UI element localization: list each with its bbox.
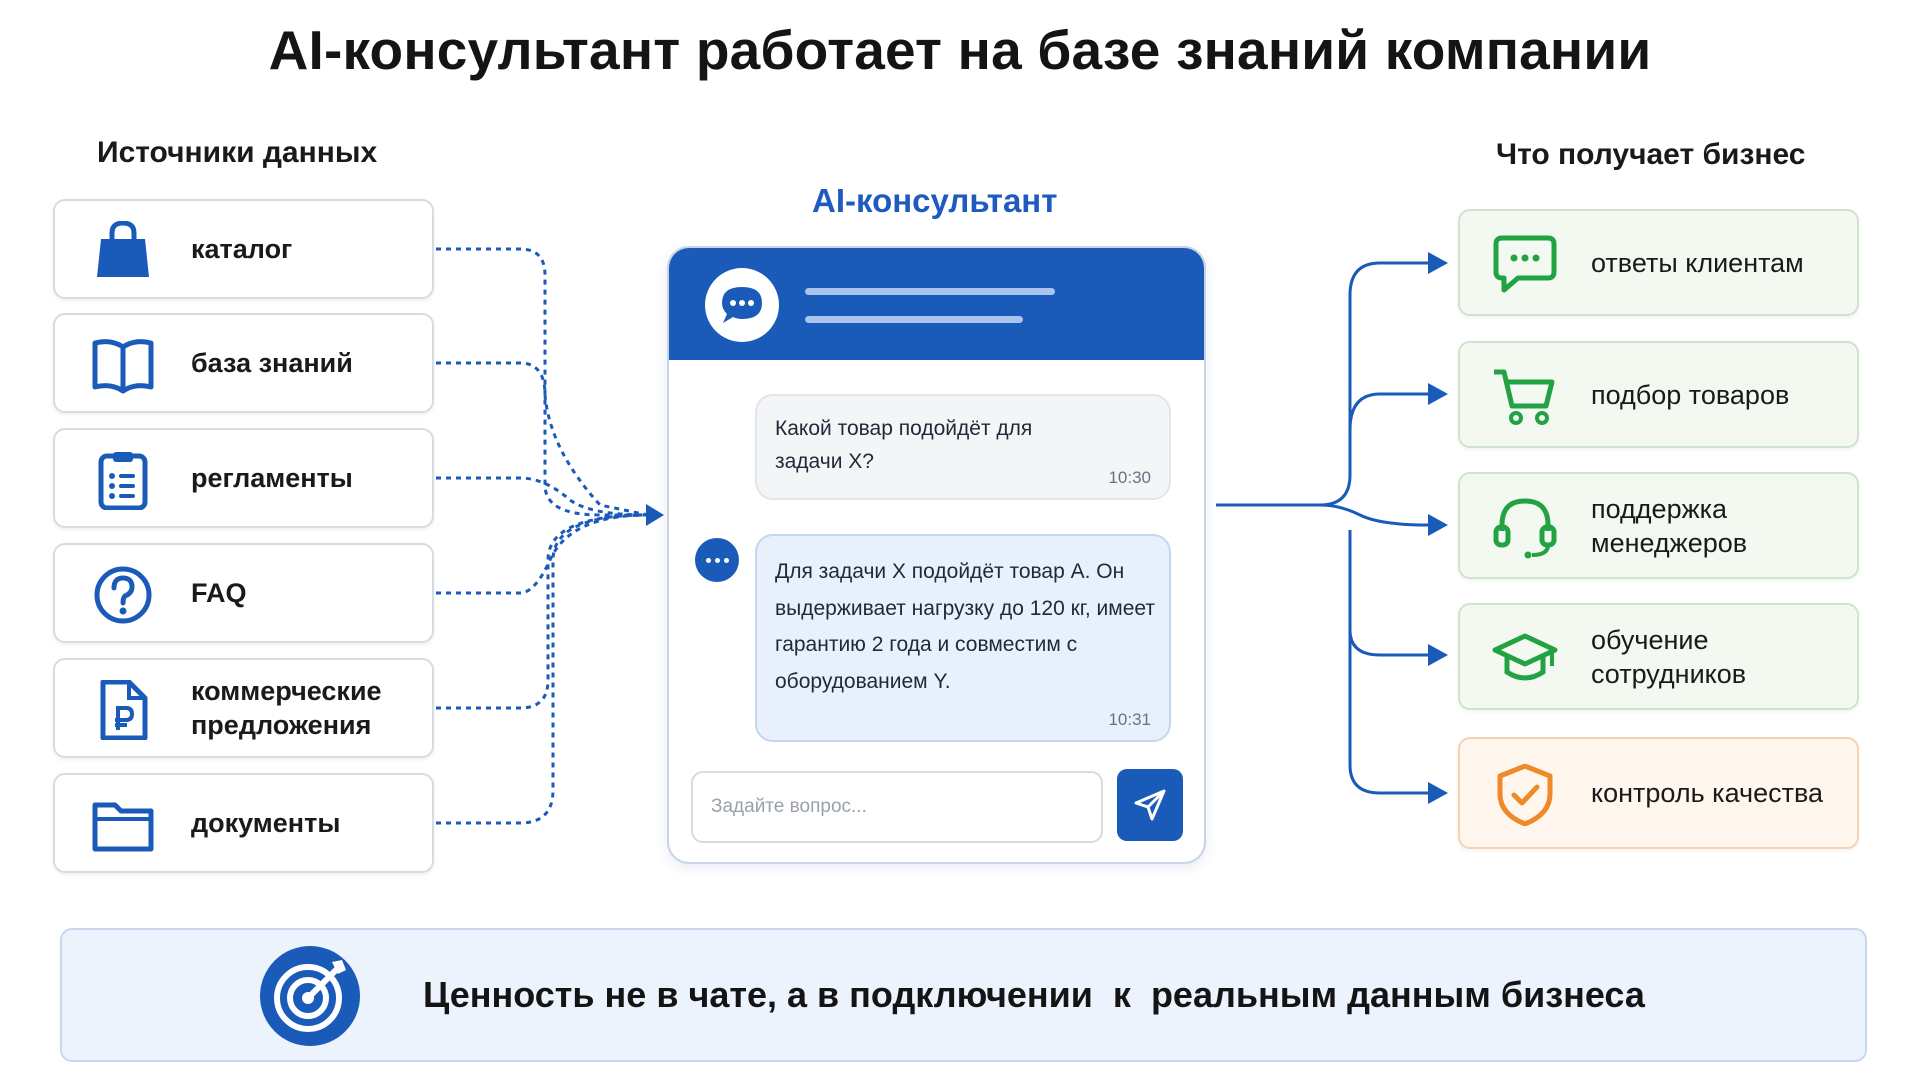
consultant-heading: AI-консультант xyxy=(812,182,1058,219)
benefit-card-quality: контроль качества xyxy=(1458,737,1859,849)
bot-message-text: Для задачи X подойдёт товар А. Он выдерж… xyxy=(775,560,1155,693)
connector-out-products xyxy=(1348,392,1428,431)
connector-knowledge-base xyxy=(436,361,649,517)
footer-text: Ценность не в чате, а в подключении к ре… xyxy=(423,974,1645,1015)
source-label: каталог xyxy=(191,234,293,264)
sources-heading: Источники данных xyxy=(97,136,378,169)
bot-message-time: 10:31 xyxy=(1108,710,1151,729)
header-placeholder-line xyxy=(805,288,1055,295)
benefit-card-support: поддержка менеджеров xyxy=(1458,472,1859,579)
connector-regulations xyxy=(436,476,649,517)
chat-input[interactable]: Задайте вопрос... xyxy=(691,771,1103,843)
arrowhead-quality xyxy=(1428,782,1448,804)
open-book-icon xyxy=(91,335,155,395)
bot-message: Для задачи X подойдёт товар А. Он выдерж… xyxy=(755,534,1171,742)
user-message: Какой товар подойдёт для задачи X? 10:30 xyxy=(755,394,1171,500)
benefit-label: обучение сотрудников xyxy=(1591,624,1747,689)
connector-arrowhead-in xyxy=(646,504,664,526)
connector-out-quality xyxy=(1348,600,1428,795)
page-title: AI-консультант работает на базе знаний к… xyxy=(268,19,1652,81)
shield-check-icon xyxy=(1492,763,1558,827)
source-card-proposals: коммерческие предложения xyxy=(53,658,434,758)
arrowhead-training xyxy=(1428,644,1448,666)
user-message-text: Какой товар подойдёт для задачи X? xyxy=(775,417,1033,473)
chat-window: Какой товар подойдёт для задачи X? 10:30… xyxy=(667,246,1206,864)
clipboard-list-icon xyxy=(91,450,155,511)
source-label: FAQ xyxy=(191,578,247,608)
connector-out-training xyxy=(1348,530,1428,657)
footer-banner: Ценность не в чате, а в подключении к ре… xyxy=(60,928,1867,1062)
connector-proposals xyxy=(436,513,649,710)
headset-icon xyxy=(1492,497,1558,559)
connector-out-support xyxy=(1319,503,1429,527)
connector-catalog xyxy=(436,247,648,517)
source-card-regulations: регламенты xyxy=(53,428,434,528)
benefit-label: подбор товаров xyxy=(1591,379,1790,410)
shopping-bag-icon xyxy=(91,220,155,281)
question-circle-icon xyxy=(91,565,155,625)
source-label: коммерческие предложения xyxy=(191,676,382,740)
bot-avatar-icon xyxy=(695,538,739,582)
header-placeholder-line xyxy=(805,316,1023,323)
source-card-faq: FAQ xyxy=(53,543,434,643)
arrowhead-answers xyxy=(1428,252,1448,274)
connector-documents xyxy=(436,513,649,825)
shopping-cart-icon xyxy=(1492,366,1558,428)
source-label: документы xyxy=(191,808,341,838)
benefit-label: поддержка менеджеров xyxy=(1591,493,1748,558)
folder-icon xyxy=(91,795,155,855)
benefit-card-products: подбор товаров xyxy=(1458,341,1859,448)
benefit-label: контроль качества xyxy=(1591,778,1824,808)
graduation-cap-icon xyxy=(1492,628,1558,690)
benefit-card-training: обучение сотрудников xyxy=(1458,603,1859,710)
target-arrow-icon xyxy=(258,944,362,1048)
send-icon xyxy=(1134,789,1166,821)
source-card-catalog: каталог xyxy=(53,199,434,299)
source-card-documents: документы xyxy=(53,773,434,873)
benefit-label: ответы клиентам xyxy=(1591,247,1804,278)
source-card-knowledge-base: база знаний xyxy=(53,313,434,413)
benefits-heading: Что получает бизнес xyxy=(1496,138,1806,171)
source-label: база знаний xyxy=(191,348,353,378)
connector-faq xyxy=(436,513,649,595)
chat-logo-icon xyxy=(705,268,779,342)
chat-bubble-icon xyxy=(1492,234,1558,296)
arrowhead-support xyxy=(1428,514,1448,536)
source-label: регламенты xyxy=(191,463,353,493)
send-button[interactable] xyxy=(1117,769,1183,841)
user-message-time: 10:30 xyxy=(1108,468,1151,487)
chat-header xyxy=(669,248,1204,360)
arrowhead-products xyxy=(1428,383,1448,405)
benefit-card-answers: ответы клиентам xyxy=(1458,209,1859,316)
chat-input-placeholder: Задайте вопрос... xyxy=(711,796,867,817)
ruble-document-icon xyxy=(91,679,155,741)
connector-out-trunk xyxy=(1216,261,1428,507)
